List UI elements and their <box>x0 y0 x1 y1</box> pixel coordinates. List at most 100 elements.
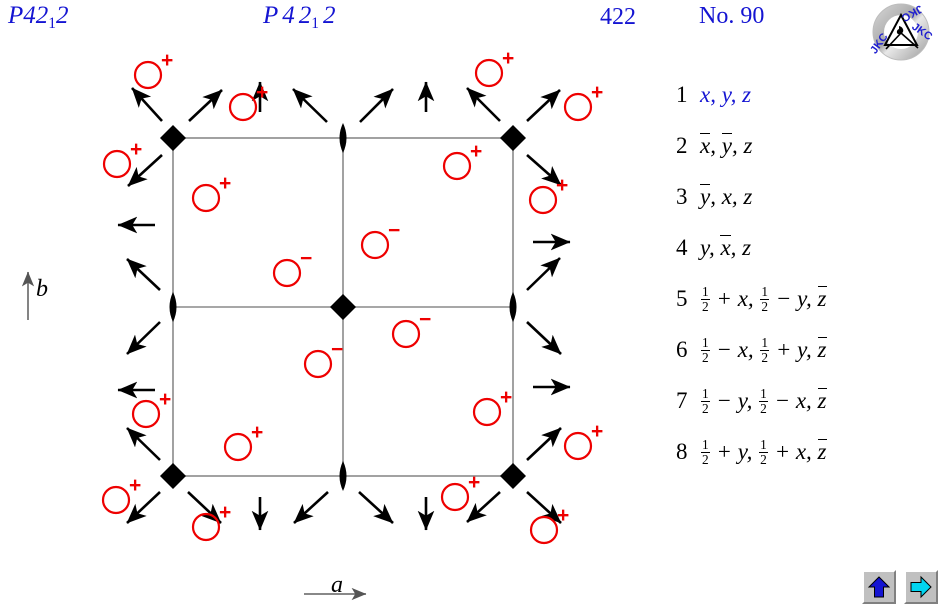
atom-circle <box>102 149 132 179</box>
two-fold-axis-symbol <box>169 292 177 322</box>
atom-height-sign: + <box>502 47 514 70</box>
general-position-atom: + <box>228 81 268 122</box>
atom-circle <box>228 92 258 122</box>
atom-circle <box>303 349 333 379</box>
two-fold-rotation-arrows <box>117 81 571 531</box>
general-position-points: ++++++++−−−−++++++++ <box>101 47 603 545</box>
two-fold-axis-symbol <box>339 461 347 491</box>
space-group-number: No. 90 <box>699 3 765 29</box>
atom-height-sign: + <box>159 388 171 411</box>
nav-up-button[interactable] <box>862 570 896 604</box>
navigation-buttons <box>862 570 938 604</box>
operation-number: 2 <box>676 132 688 158</box>
two-fold-axis-arrow <box>526 257 561 291</box>
two-fold-axis-arrow <box>188 89 223 122</box>
operation-number: 4 <box>676 234 688 260</box>
operation-number: 3 <box>676 183 688 209</box>
two-fold-axis-symbol <box>509 292 517 322</box>
hm-full-four: 4 <box>282 2 295 29</box>
two-fold-axis-arrow <box>526 89 561 122</box>
atom-circle <box>223 432 253 462</box>
general-position-atom: + <box>528 174 568 215</box>
general-position-atom: + <box>191 172 231 213</box>
symmetry-operation-row: 2 x, y, z <box>676 119 942 170</box>
axis-a-indicator: a <box>304 572 367 601</box>
atom-height-sign: + <box>251 421 263 444</box>
atom-circle <box>563 431 593 461</box>
two-fold-axis-arrow <box>126 258 161 291</box>
general-position-atom: + <box>133 49 173 90</box>
general-position-atom: + <box>563 420 603 461</box>
atom-height-sign: + <box>591 81 603 104</box>
general-position-atom: − <box>303 338 343 379</box>
atom-circle <box>360 230 390 260</box>
hm-short-four: 4 <box>23 2 36 29</box>
atom-height-sign: + <box>591 420 603 443</box>
two-fold-axis-arrow <box>466 87 501 122</box>
two-fold-axis-arrow <box>466 491 501 523</box>
general-position-atom: + <box>223 421 263 462</box>
atom-height-sign: + <box>161 49 173 72</box>
four-fold-axis-symbol <box>500 463 526 489</box>
atom-circle <box>474 58 504 88</box>
hm-short-last: 2 <box>56 2 69 29</box>
two-fold-axis-arrow <box>126 491 161 524</box>
hm-full-last: 2 <box>323 2 336 29</box>
atom-height-sign: + <box>470 140 482 163</box>
two-fold-axis-arrow <box>292 88 328 123</box>
nav-right-button[interactable] <box>904 570 938 604</box>
atom-height-sign: + <box>256 81 268 104</box>
atom-circle <box>442 151 472 181</box>
atom-height-sign: + <box>129 474 141 497</box>
atom-circle <box>131 399 161 429</box>
atom-height-sign: + <box>500 386 512 409</box>
operation-number: 5 <box>676 285 688 311</box>
up-arrow-icon <box>867 576 891 598</box>
operation-coordinate-triplet: y, x, z <box>700 234 752 260</box>
operation-coordinate-triplet: x, y, z <box>700 132 753 158</box>
short-hermann-mauguin-symbol: P4212 <box>8 2 69 33</box>
atom-circle <box>440 482 470 512</box>
general-position-atom: + <box>131 388 171 429</box>
general-position-atom: − <box>360 219 400 260</box>
general-position-atom: + <box>440 471 480 512</box>
atom-circle <box>272 258 302 288</box>
general-position-atom: − <box>391 308 431 349</box>
operation-number: 1 <box>676 81 688 107</box>
jkc-logo-icon: JKC JKC JKC <box>868 2 934 61</box>
four-fold-axis-symbol <box>500 125 526 151</box>
axis-b-indicator: b <box>21 271 48 320</box>
symmetry-operation-row: 1 x, y, z <box>676 68 942 119</box>
atom-height-sign: + <box>468 471 480 494</box>
two-fold-axis-arrow <box>526 491 562 524</box>
hm-short-two: 2 <box>35 2 49 29</box>
atom-circle <box>101 485 131 515</box>
operation-number: 7 <box>676 387 688 413</box>
point-group-label: 422 <box>600 4 636 30</box>
axis-b-label: b <box>36 276 48 302</box>
two-fold-axis-arrow <box>131 87 163 122</box>
atom-height-sign: − <box>388 219 400 242</box>
atom-height-sign: + <box>219 172 231 195</box>
atom-height-sign: + <box>219 501 231 524</box>
atom-circle <box>191 183 221 213</box>
atom-circle <box>528 185 558 215</box>
general-position-atom: + <box>474 47 514 88</box>
four-fold-axis-symbol <box>330 294 356 320</box>
general-position-atom: + <box>563 81 603 122</box>
two-fold-axis-arrow <box>293 491 329 524</box>
two-fold-axis-arrow <box>127 154 163 187</box>
two-fold-axis-arrow <box>526 321 562 355</box>
operation-coordinate-triplet: x, y, z <box>700 81 752 107</box>
general-position-atom: + <box>102 138 142 179</box>
atom-circle <box>133 60 163 90</box>
general-position-atom: + <box>472 386 512 427</box>
